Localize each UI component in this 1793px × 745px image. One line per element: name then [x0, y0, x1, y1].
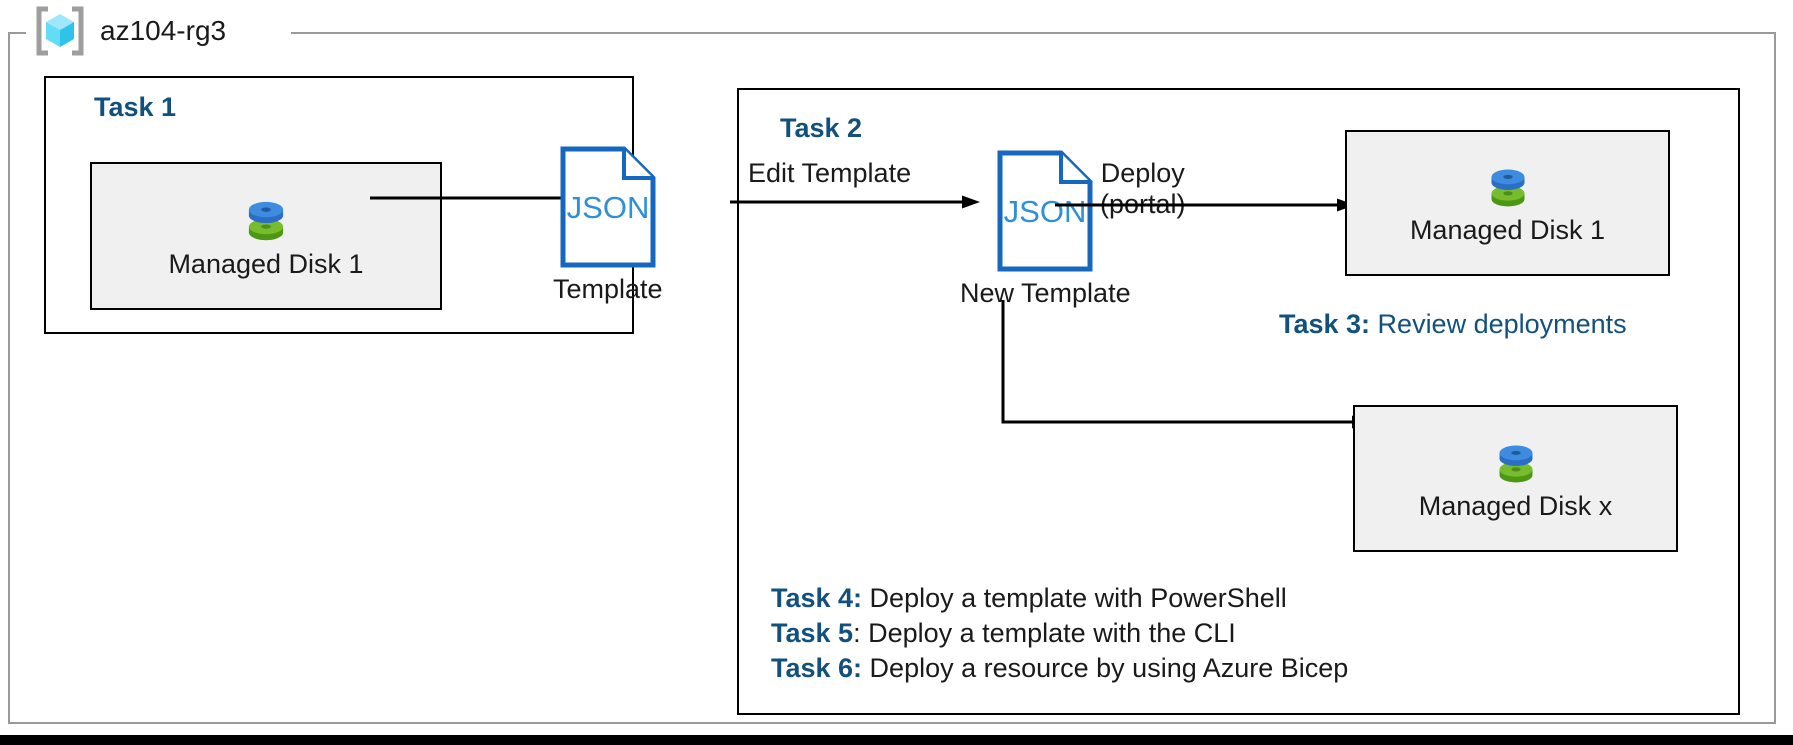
- task1-heading: Task 1: [94, 92, 177, 122]
- task2-new-template-caption: New Template: [960, 278, 1131, 308]
- json-icon-text: JSON: [1004, 194, 1087, 229]
- task5-prefix: Task 5: [771, 618, 854, 649]
- task1-template: JSON Template: [553, 146, 663, 305]
- deploy-portal-arrow: [1055, 198, 1355, 212]
- disk-to-template-arrow: [370, 191, 580, 205]
- task3-text: Review deployments: [1370, 309, 1627, 339]
- managed-disk-icon: [1482, 160, 1534, 216]
- task2-managed-disk-x-box: Managed Disk x: [1353, 405, 1678, 552]
- json-icon-text: JSON: [566, 190, 649, 225]
- task-list-item: Task 6: Deploy a resource by using Azure…: [771, 651, 1348, 686]
- deploy-to-managed-disk-x-arrow: [1001, 300, 1370, 429]
- task-list-item: Task 5: Deploy a template with the CLI: [771, 616, 1348, 651]
- resource-group-name: az104-rg3: [100, 15, 227, 46]
- edit-template-label: Edit Template: [748, 158, 912, 188]
- task6-text: Deploy a resource by using Azure Bicep: [862, 653, 1349, 684]
- task6-prefix: Task 6:: [771, 653, 863, 684]
- task4-prefix: Task 4:: [771, 583, 863, 613]
- azure-resource-group-icon: [34, 5, 86, 57]
- managed-disk-icon: [1490, 436, 1542, 492]
- resource-group-label: az104-rg3: [34, 2, 226, 60]
- json-document-icon: JSON: [997, 150, 1093, 272]
- task1-managed-disk-box: Managed Disk 1: [90, 162, 442, 310]
- task3-prefix: Task 3:: [1279, 309, 1371, 339]
- task4-text: Deploy a template with PowerShell: [862, 583, 1287, 613]
- task-list-item: Task 4: Deploy a template with PowerShel…: [771, 581, 1348, 616]
- task2-new-template: JSON New Template: [960, 150, 1131, 309]
- task2-heading: Task 2: [780, 113, 863, 143]
- bottom-bar: [0, 735, 1793, 745]
- task1-template-caption: Template: [553, 274, 663, 304]
- task5-text: : Deploy a template with the CLI: [853, 618, 1236, 649]
- task3-caption: Task 3: Review deployments: [1279, 309, 1627, 340]
- json-document-icon: JSON: [560, 146, 656, 268]
- task2-managed-disk-1-box: Managed Disk 1: [1345, 130, 1670, 276]
- task-list: Task 4: Deploy a template with PowerShel…: [771, 581, 1348, 686]
- resource-group-container: [8, 32, 1776, 724]
- deploy-label-line1: Deploy: [1100, 158, 1185, 188]
- task2-managed-disk-1-label: Managed Disk 1: [1409, 215, 1606, 246]
- task1-managed-disk-label: Managed Disk 1: [168, 249, 364, 280]
- task2-managed-disk-x-label: Managed Disk x: [1418, 490, 1613, 521]
- resource-group-label-mask: [26, 22, 291, 44]
- edit-template-arrow: [730, 195, 980, 209]
- managed-disk-icon: [239, 192, 293, 250]
